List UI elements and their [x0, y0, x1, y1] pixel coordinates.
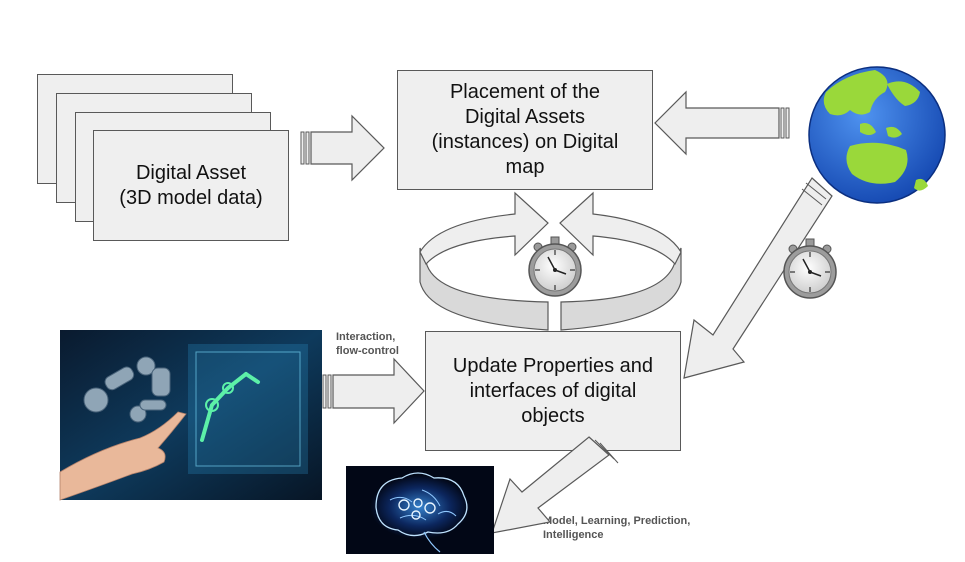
interaction-label-line-2: flow-control	[336, 345, 399, 357]
arrow-globe-to-placement	[654, 90, 790, 156]
model-label-line-1: Model, Learning, Prediction,	[543, 515, 691, 527]
arrow-update-to-brain	[491, 436, 619, 534]
update-line-2: interfaces of digital	[469, 379, 637, 402]
placement-text: Placement of the Digital Assets (instanc…	[397, 70, 653, 190]
digital-asset-line-1: Digital Asset	[135, 161, 247, 184]
arrow-globe-to-update	[683, 177, 833, 379]
digital-asset-line-2: (3D model data)	[119, 186, 263, 209]
digital-brain-image	[346, 466, 494, 554]
interaction-label: Interaction, flow-control	[336, 330, 399, 358]
digital-asset-box	[93, 130, 289, 241]
model-label-line-2: Intelligence	[543, 529, 604, 541]
update-line-3: objects	[521, 404, 585, 427]
placement-line-1: Placement of the	[449, 81, 601, 103]
update-box	[425, 331, 681, 451]
update-text: Update Properties and interfaces of digi…	[425, 331, 681, 451]
cycle-arrows	[419, 191, 682, 331]
interaction-label-line-1: Interaction,	[336, 331, 396, 343]
robotic-arm-touchscreen-image	[59, 330, 322, 501]
arrow-asset-to-placement	[300, 114, 385, 182]
update-line-1: Update Properties and	[452, 354, 654, 377]
placement-line-2: Digital Assets	[464, 106, 586, 128]
placement-line-4: map	[505, 156, 545, 178]
stopwatch-icon	[528, 236, 582, 297]
globe-icon	[808, 66, 946, 204]
placement-line-3: (instances) on Digital	[431, 131, 619, 153]
arrow-interaction-to-update	[322, 357, 425, 425]
stopwatch-icon-2	[783, 238, 837, 299]
placement-box	[397, 70, 653, 190]
model-label: Model, Learning, Prediction, Intelligenc…	[543, 514, 690, 542]
digital-asset-text: Digital Asset (3D model data)	[93, 130, 289, 241]
